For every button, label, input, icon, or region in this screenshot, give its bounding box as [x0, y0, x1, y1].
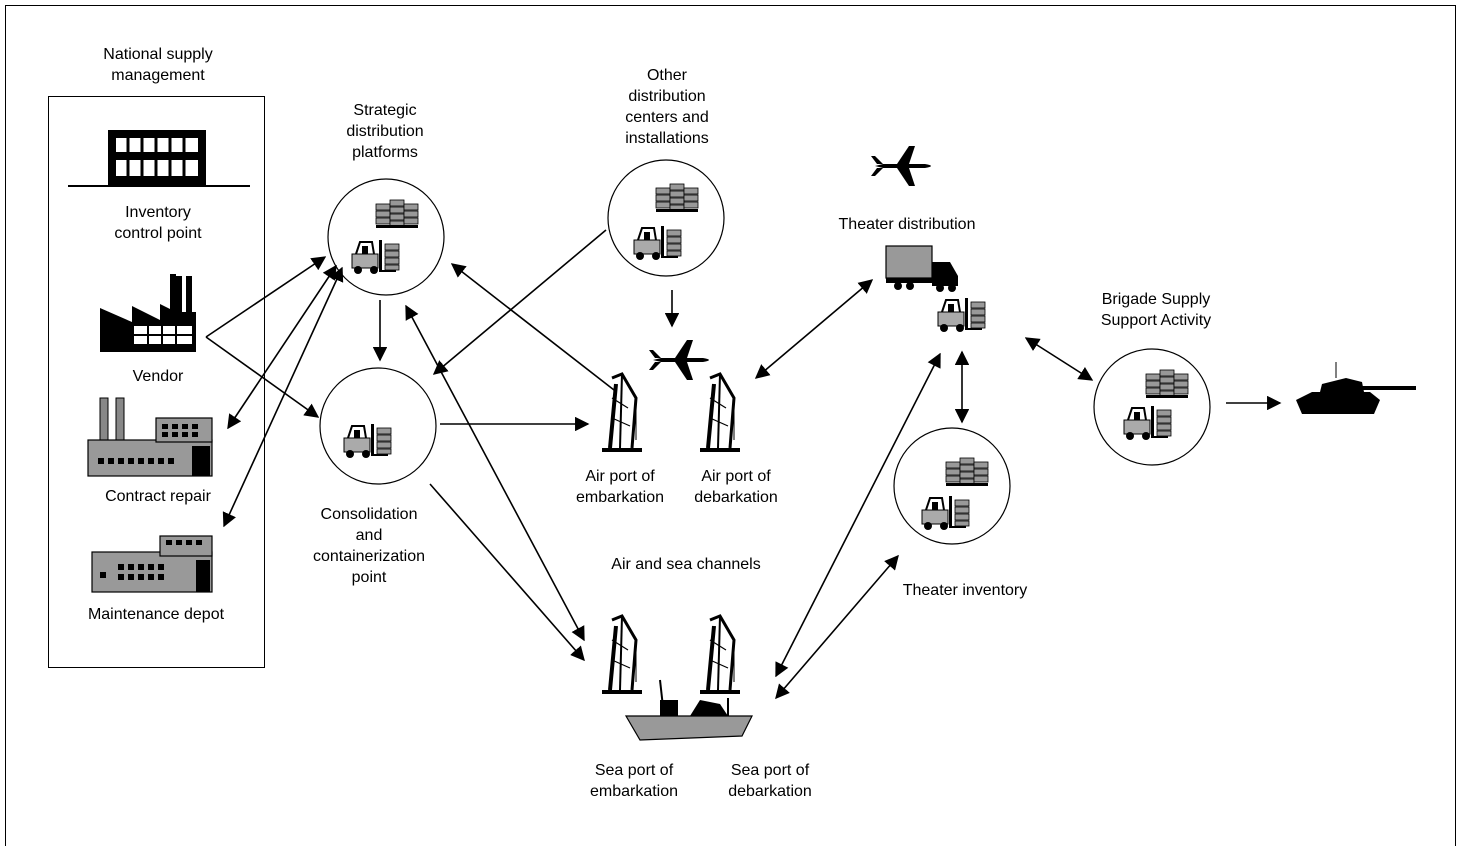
- depot-icon: [91, 535, 213, 593]
- national-supply-management-title: National supply management: [103, 46, 213, 84]
- truck-icon: [885, 245, 958, 292]
- contract-repair-label: Contract repair: [105, 488, 211, 505]
- theater-inventory-hub: [893, 427, 1011, 545]
- brigade-ssa-label: Brigade Supply Support Activity: [1100, 291, 1212, 329]
- pallet-stack-icon: [655, 183, 699, 213]
- air-port-debarkation-label: Air port of debarkation: [694, 468, 778, 506]
- sea-port-embarkation-label: Sea port of embarkation: [589, 762, 679, 800]
- strategic-distribution-hub: [327, 178, 445, 296]
- crane-icon: [698, 614, 742, 696]
- brigade-ssa-hub: [1093, 348, 1211, 466]
- consolidation-point-label: Consolidation and containerization point: [312, 506, 426, 586]
- vendor-label: Vendor: [132, 368, 184, 385]
- other-distribution-hub: [607, 159, 725, 277]
- tank-icon: [1296, 362, 1416, 414]
- air-port-embarkation-label: Air port of embarkation: [575, 468, 665, 506]
- maintenance-depot-label: Maintenance depot: [87, 606, 225, 623]
- theater-distribution-label: Theater distribution: [838, 216, 976, 233]
- factory-icon: [100, 274, 196, 352]
- airplane-icon: [649, 340, 709, 380]
- forklift-icon: [937, 297, 986, 333]
- airplane-icon: [871, 146, 931, 186]
- pallet-stack-icon: [375, 199, 419, 229]
- cargo-ship-icon: [624, 679, 753, 741]
- theater-inventory-label: Theater inventory: [902, 582, 1028, 599]
- diagram-frame: [5, 5, 1456, 846]
- pallet-stack-icon: [1145, 369, 1189, 399]
- inventory-control-point-label: Inventory control point: [114, 204, 202, 242]
- crane-icon: [698, 372, 742, 454]
- sea-port-debarkation-label: Sea port of debarkation: [728, 762, 812, 800]
- other-distribution-label: Other distribution centers and installat…: [625, 67, 709, 147]
- crane-icon: [600, 614, 644, 696]
- strategic-distribution-label: Strategic distribution platforms: [346, 102, 424, 161]
- flow-arrows: [205, 229, 1282, 700]
- pallet-stack-icon: [945, 457, 989, 487]
- air-sea-channels-label: Air and sea channels: [611, 556, 761, 573]
- consolidation-hub: [319, 367, 437, 485]
- office-building-icon: [68, 130, 250, 187]
- repair-facility-icon: [87, 397, 213, 477]
